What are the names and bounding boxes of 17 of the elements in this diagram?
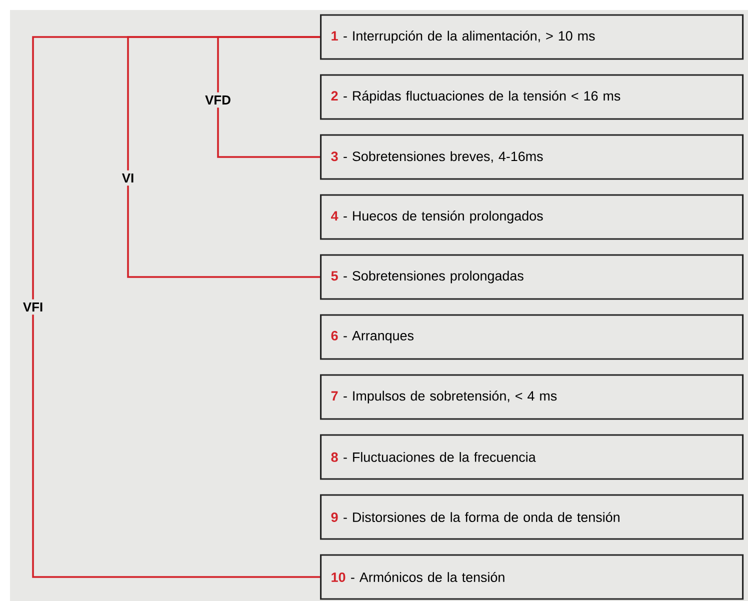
bracket-line <box>32 314 320 578</box>
item-box: 6 - Arranques <box>320 314 744 360</box>
group-label: VI <box>122 174 134 182</box>
group-label: VFD <box>205 96 230 104</box>
bracket-line <box>217 108 320 158</box>
item-box: 4 - Huecos de tensión prolongados <box>320 194 744 240</box>
item-box: 7 - Impulsos de sobretensión, < 4 ms <box>320 374 744 420</box>
item-box: 10 - Armónicos de la tensión <box>320 554 744 600</box>
bracket-line <box>32 36 320 300</box>
item-box: 1 - Interrupción de la alimentación, > 10 ms <box>320 14 744 60</box>
item-box: 2 - Rápidas fluctuaciones de la tensión < 16 ms <box>320 74 744 120</box>
group-label: VFI <box>23 302 42 312</box>
bracket-line <box>127 186 320 278</box>
item-box: 9 - Distorsiones de la forma de onda de tensión <box>320 494 744 540</box>
item-box: 3 - Sobretensiones breves, 4-16ms <box>320 134 744 180</box>
item-box: 8 - Fluctuaciones de la frecuencia <box>320 434 744 480</box>
item-box: 5 - Sobretensiones prolongadas <box>320 254 744 300</box>
